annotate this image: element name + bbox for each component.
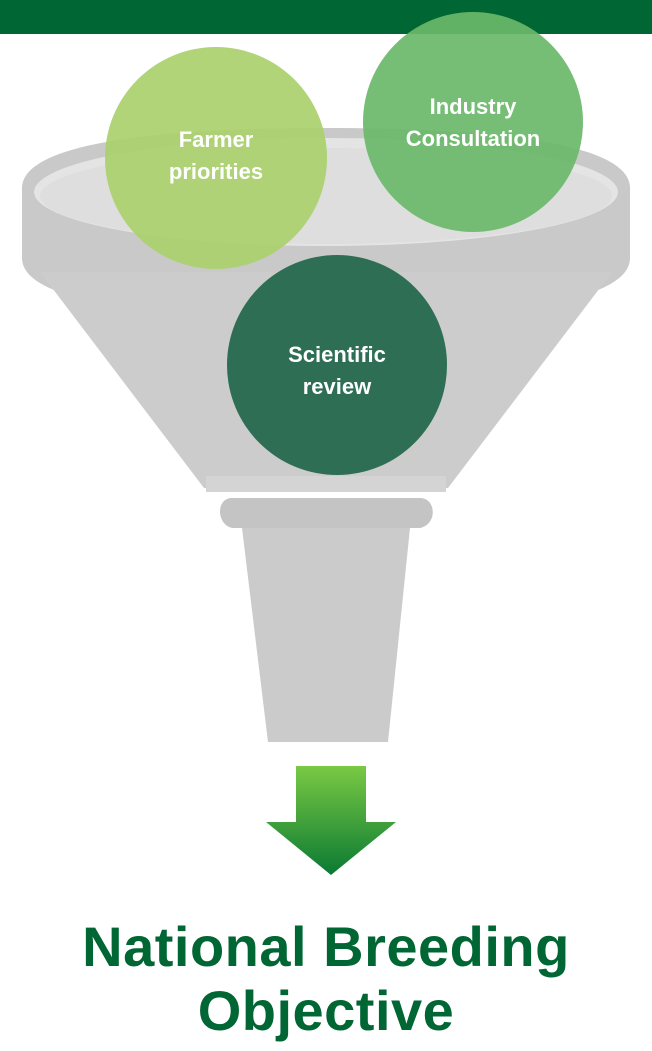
output-title-line2: Objective bbox=[197, 979, 455, 1042]
farmer-priorities-circle: Farmer priorities bbox=[105, 47, 327, 269]
scientific-review-line1: Scientific bbox=[288, 342, 386, 367]
down-arrow-icon bbox=[266, 766, 396, 875]
farmer-priorities-line1: Farmer bbox=[179, 127, 254, 152]
output-title: National Breeding Objective bbox=[0, 915, 652, 1043]
industry-consultation-line1: Industry bbox=[430, 94, 518, 119]
industry-consultation-line2: Consultation bbox=[406, 126, 540, 151]
output-title-line1: National Breeding bbox=[82, 915, 570, 978]
header-band bbox=[0, 0, 652, 34]
scientific-review-line2: review bbox=[303, 374, 372, 399]
industry-consultation-circle: Industry Consultation bbox=[363, 12, 583, 232]
farmer-priorities-line2: priorities bbox=[169, 159, 263, 184]
scientific-review-circle: Scientific review bbox=[227, 255, 447, 475]
